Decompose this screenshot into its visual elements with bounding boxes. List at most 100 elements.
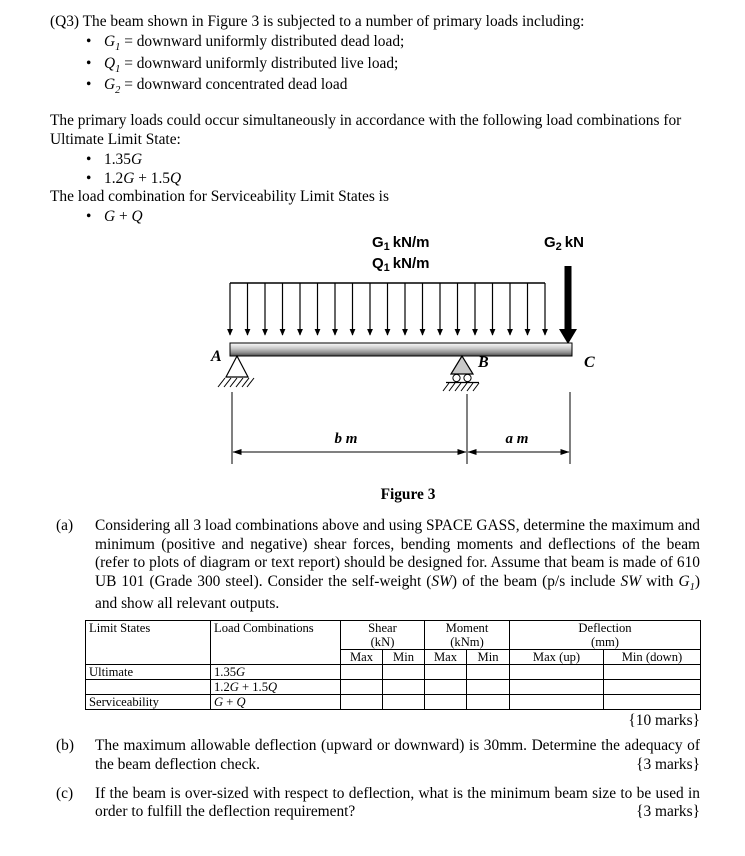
header-limit-states: Limit States	[85, 619, 211, 666]
cell-deflection-min-down	[603, 694, 701, 711]
header-shear-unit: (kN)	[370, 634, 395, 649]
header-deflection-title: Deflection	[578, 620, 632, 635]
label-dim-b: b m	[335, 431, 358, 447]
uls-combos-list: • 1.35G • 1.2G + 1.5Q	[50, 151, 700, 189]
load-item-g1: • G1 = downward uniformly distributed de…	[86, 33, 700, 55]
bullet-marker: •	[86, 208, 92, 226]
load-item-g2: • G2 = downward concentrated dead load	[86, 76, 700, 98]
table-header-row-2: Max Min Max Min Max (up) Min (down)	[86, 648, 701, 666]
sls-combo-gq: • G + Q	[86, 208, 700, 227]
load-item-g1-text: G1 = downward uniformly distributed dead…	[104, 32, 405, 53]
bullet-marker: •	[86, 169, 92, 187]
distributed-load	[227, 282, 548, 336]
part-c-body: If the beam is over-sized with respect t…	[95, 784, 700, 821]
uls-paragraph: The primary loads could occur simultaneo…	[50, 112, 682, 149]
primary-loads-list: • G1 = downward uniformly distributed de…	[50, 33, 700, 99]
cell-deflection-min-down	[603, 664, 701, 681]
uls-combo-12g15q-text: 1.2G + 1.5Q	[104, 169, 182, 187]
table-row-serviceability-gq: Serviceability G + Q	[85, 694, 701, 711]
part-c-label: (c)	[56, 784, 74, 802]
uls-combo-12g15q: • 1.2G + 1.5Q	[86, 170, 700, 189]
load-item-q1-text: Q1 = downward uniformly distributed live…	[104, 54, 399, 75]
cell-load-combination: 1.35G	[210, 664, 341, 681]
header-deflection: Deflection (mm)	[509, 619, 701, 650]
table-row-ultimate-12g15q: 1.2G + 1.5Q	[85, 679, 701, 696]
header-moment-min: Min	[466, 648, 510, 666]
header-shear: Shear (kN)	[340, 619, 425, 650]
header-deflection-max-up: Max (up)	[509, 648, 604, 666]
cell-shear-max	[340, 694, 383, 711]
cell-deflection-max-up	[509, 679, 604, 696]
cell-moment-min	[466, 664, 510, 681]
header-shear-max: Max	[340, 648, 383, 666]
results-table: Limit States Load Combinations Shear (kN…	[85, 619, 701, 711]
question-intro: (Q3) The beam shown in Figure 3 is subje…	[50, 13, 585, 30]
part-a-label: (a)	[56, 516, 74, 534]
pin-support-a	[217, 354, 255, 388]
cell-shear-min	[382, 679, 425, 696]
label-point-c: C	[584, 354, 595, 371]
cell-limit-state	[85, 679, 211, 696]
load-item-q1: • Q1 = downward uniformly distributed li…	[86, 55, 700, 77]
bullet-marker: •	[86, 54, 92, 72]
cell-moment-max	[424, 664, 467, 681]
bullet-marker: •	[86, 32, 92, 50]
part-a-text: Considering all 3 load combinations abov…	[95, 516, 700, 612]
part-a-marks: {10 marks}	[628, 712, 700, 730]
sls-combos-list: • G + Q	[50, 208, 700, 227]
header-deflection-unit: (mm)	[591, 634, 619, 649]
label-support-b: B	[477, 354, 489, 371]
table-row-ultimate-135g: Ultimate 1.35G	[85, 664, 701, 681]
sls-combo-gq-text: G + Q	[104, 208, 143, 226]
part-b-marks: {3 marks}	[636, 755, 700, 773]
cell-load-combination: 1.2G + 1.5Q	[210, 679, 341, 696]
point-load-arrow	[559, 266, 577, 344]
part-b-label: (b)	[56, 737, 74, 755]
part-b-text: The maximum allowable deflection (upward…	[95, 737, 700, 775]
cell-moment-min	[466, 694, 510, 711]
part-b: (b) The maximum allowable deflection (up…	[50, 737, 700, 775]
uls-combo-135g-text: 1.35G	[104, 150, 143, 168]
cell-shear-max	[340, 664, 383, 681]
header-deflection-min-down: Min (down)	[603, 648, 701, 666]
cell-shear-max	[340, 679, 383, 696]
header-moment-unit: (kNm)	[450, 634, 484, 649]
header-load-combinations: Load Combinations	[210, 619, 341, 666]
figure-caption: Figure 3	[380, 486, 436, 503]
cell-moment-max	[424, 679, 467, 696]
cell-deflection-max-up	[509, 664, 604, 681]
cell-moment-min	[466, 679, 510, 696]
cell-deflection-min-down	[603, 679, 701, 696]
sls-paragraph: The load combination for Serviceability …	[50, 188, 389, 206]
part-c-marks: {3 marks}	[636, 803, 700, 821]
header-moment-max: Max	[424, 648, 467, 666]
cell-deflection-max-up	[509, 694, 604, 711]
dimension-lines: b m a m	[231, 392, 571, 464]
part-a: (a) Considering all 3 load combinations …	[50, 517, 700, 614]
cell-moment-max	[424, 694, 467, 711]
cell-limit-state: Serviceability	[85, 694, 211, 711]
roller-support-b	[442, 354, 480, 392]
beam	[229, 342, 573, 357]
cell-load-combination: G + Q	[210, 694, 341, 711]
cell-limit-state: Ultimate	[85, 664, 211, 681]
header-moment: Moment (kNm)	[424, 619, 510, 650]
cell-shear-min	[382, 694, 425, 711]
cell-shear-min	[382, 664, 425, 681]
load-item-g2-text: G2 = downward concentrated dead load	[104, 76, 348, 97]
bullet-marker: •	[86, 76, 92, 94]
part-c-text: If the beam is over-sized with respect t…	[95, 785, 700, 823]
header-moment-title: Moment	[445, 620, 489, 635]
header-shear-title: Shear	[368, 620, 397, 635]
uls-combo-135g: • 1.35G	[86, 151, 700, 170]
part-b-body: The maximum allowable deflection (upward…	[95, 737, 700, 773]
label-support-a: A	[210, 348, 222, 365]
document-page: (Q3) The beam shown in Figure 3 is subje…	[50, 13, 701, 823]
bullet-marker: •	[86, 150, 92, 168]
part-c: (c) If the beam is over-sized with respe…	[50, 785, 700, 823]
